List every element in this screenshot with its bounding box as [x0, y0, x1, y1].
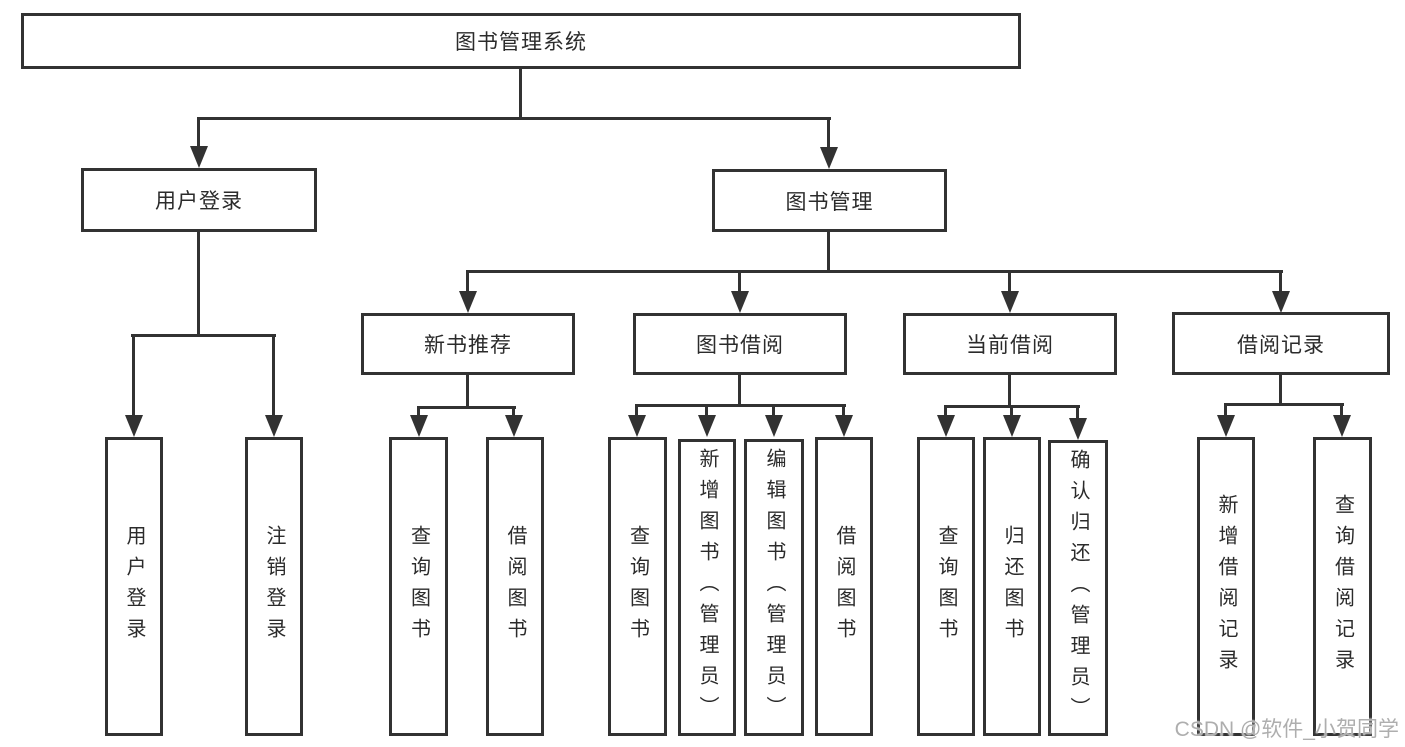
connector-shaft-g2-borrow: [842, 404, 845, 422]
node-root-label: 图书管理系统: [455, 31, 587, 54]
connector-user-login-stem: [197, 232, 200, 337]
connector-shaft-book-borrow: [738, 270, 741, 292]
leaf-borrow-add-books-admin: 新增图书（管理员）: [678, 439, 736, 736]
leaf-logout: 注销登录: [245, 437, 303, 736]
connector-current-borrow-stem: [1008, 375, 1011, 407]
arrowhead-g3-query: [937, 415, 955, 437]
arrowhead-current-borrow: [1001, 291, 1019, 313]
leaf-current-confirm-return-admin: 确认归还（管理员）: [1048, 440, 1108, 736]
node-new-book-recommend-label: 新书推荐: [424, 334, 512, 357]
arrowhead-g3-return: [1003, 415, 1021, 437]
arrowhead-g2-borrow: [835, 415, 853, 437]
connector-new-book-branch: [417, 406, 516, 409]
arrowhead-leaf-login: [125, 415, 143, 437]
arrowhead-g2-query: [628, 415, 646, 437]
leaf-new-book-borrow-books: 借阅图书: [486, 437, 544, 736]
connector-shaft-g2-edit: [772, 404, 775, 422]
connector-shaft-g1-query: [417, 406, 420, 422]
node-user-login: 用户登录: [81, 168, 317, 232]
leaf-borrow-edit-books-admin: 编辑图书（管理员）: [744, 439, 804, 736]
connector-shaft-g3-query: [944, 405, 947, 422]
arrowhead-g3-confirm: [1069, 418, 1087, 440]
arrowhead-user-login: [190, 146, 208, 168]
arrowhead-g2-edit: [765, 415, 783, 437]
connector-shaft-user-login: [197, 117, 200, 147]
node-current-borrow-label: 当前借阅: [966, 334, 1054, 357]
connector-level3-branch: [466, 270, 1283, 273]
leaf-borrow-query-books: 查询图书: [608, 437, 667, 736]
connector-shaft-current-borrow: [1008, 270, 1011, 292]
connector-shaft-new-book: [466, 270, 469, 292]
node-book-management-label: 图书管理: [785, 190, 874, 214]
leaf-records-query-record-label: 查询借阅记录: [1331, 493, 1354, 680]
leaf-current-return-books-label: 归还图书: [1001, 524, 1023, 649]
arrowhead-book-borrow: [731, 291, 749, 313]
leaf-new-book-borrow-books-label: 借阅图书: [504, 524, 526, 649]
connector-borrow-records-stem: [1279, 375, 1282, 405]
leaf-records-query-record: 查询借阅记录: [1313, 437, 1372, 736]
connector-shaft-g1-borrow: [512, 406, 515, 422]
node-book-borrow: 图书借阅: [633, 313, 847, 375]
node-user-login-label: 用户登录: [155, 190, 243, 213]
leaf-new-book-query-books: 查询图书: [389, 437, 448, 736]
connector-shaft-g4-query: [1340, 403, 1343, 422]
arrowhead-new-book: [459, 291, 477, 313]
arrowhead-g2-add: [698, 415, 716, 437]
node-root: 图书管理系统: [21, 13, 1021, 69]
connector-shaft-g2-add: [705, 404, 708, 422]
connector-shaft-book-management: [827, 117, 830, 148]
arrowhead-leaf-logout: [265, 415, 283, 437]
leaf-user-login-label: 用户登录: [123, 524, 145, 649]
connector-book-management-stem: [827, 232, 830, 273]
connector-root-stem: [519, 69, 522, 120]
connector-shaft-g3-confirm: [1076, 405, 1079, 422]
csdn-watermark: CSDN @软件_小贺同学: [1174, 718, 1399, 741]
arrowhead-book-management: [820, 147, 838, 169]
connector-shaft-leaf-logout: [272, 334, 275, 416]
leaf-borrow-borrow-books: 借阅图书: [815, 437, 873, 736]
connector-shaft-g4-add: [1224, 403, 1227, 422]
connector-borrow-records-branch: [1224, 403, 1344, 406]
connector-shaft-leaf-login: [132, 334, 135, 416]
node-borrow-records-label: 借阅记录: [1237, 333, 1325, 357]
leaf-borrow-borrow-books-label: 借阅图书: [833, 524, 855, 649]
arrowhead-g4-query: [1333, 415, 1351, 437]
connector-book-borrow-branch: [635, 404, 846, 407]
arrowhead-g1-query: [410, 415, 428, 437]
leaf-new-book-query-books-label: 查询图书: [407, 524, 430, 649]
leaf-records-add-record: 新增借阅记录: [1197, 437, 1255, 736]
connector-user-login-branch: [131, 334, 276, 337]
arrowhead-g4-add: [1217, 415, 1235, 437]
leaf-user-login: 用户登录: [105, 437, 163, 736]
leaf-records-add-record-label: 新增借阅记录: [1215, 493, 1237, 680]
connector-book-borrow-stem: [738, 375, 741, 406]
leaf-borrow-edit-books-admin-label: 编辑图书（管理员）: [763, 448, 785, 727]
node-new-book-recommend: 新书推荐: [361, 313, 575, 375]
leaf-current-confirm-return-admin-label: 确认归还（管理员）: [1067, 448, 1089, 728]
connector-new-book-stem: [466, 375, 469, 408]
node-current-borrow: 当前借阅: [903, 313, 1117, 375]
connector-shaft-g3-return: [1010, 405, 1013, 422]
leaf-logout-label: 注销登录: [263, 524, 285, 649]
leaf-borrow-add-books-admin-label: 新增图书（管理员）: [696, 448, 718, 727]
leaf-current-query-books-label: 查询图书: [935, 524, 957, 649]
leaf-current-query-books: 查询图书: [917, 437, 975, 736]
connector-shaft-g2-query: [635, 404, 638, 422]
arrowhead-borrow-records: [1272, 291, 1290, 313]
connector-shaft-borrow-records: [1279, 270, 1282, 292]
leaf-current-return-books: 归还图书: [983, 437, 1041, 736]
leaf-borrow-query-books-label: 查询图书: [626, 524, 649, 649]
node-book-management: 图书管理: [712, 169, 947, 232]
connector-level2-branch: [197, 117, 831, 120]
node-book-borrow-label: 图书借阅: [696, 334, 784, 357]
node-borrow-records: 借阅记录: [1172, 312, 1390, 375]
arrowhead-g1-borrow: [505, 415, 523, 437]
